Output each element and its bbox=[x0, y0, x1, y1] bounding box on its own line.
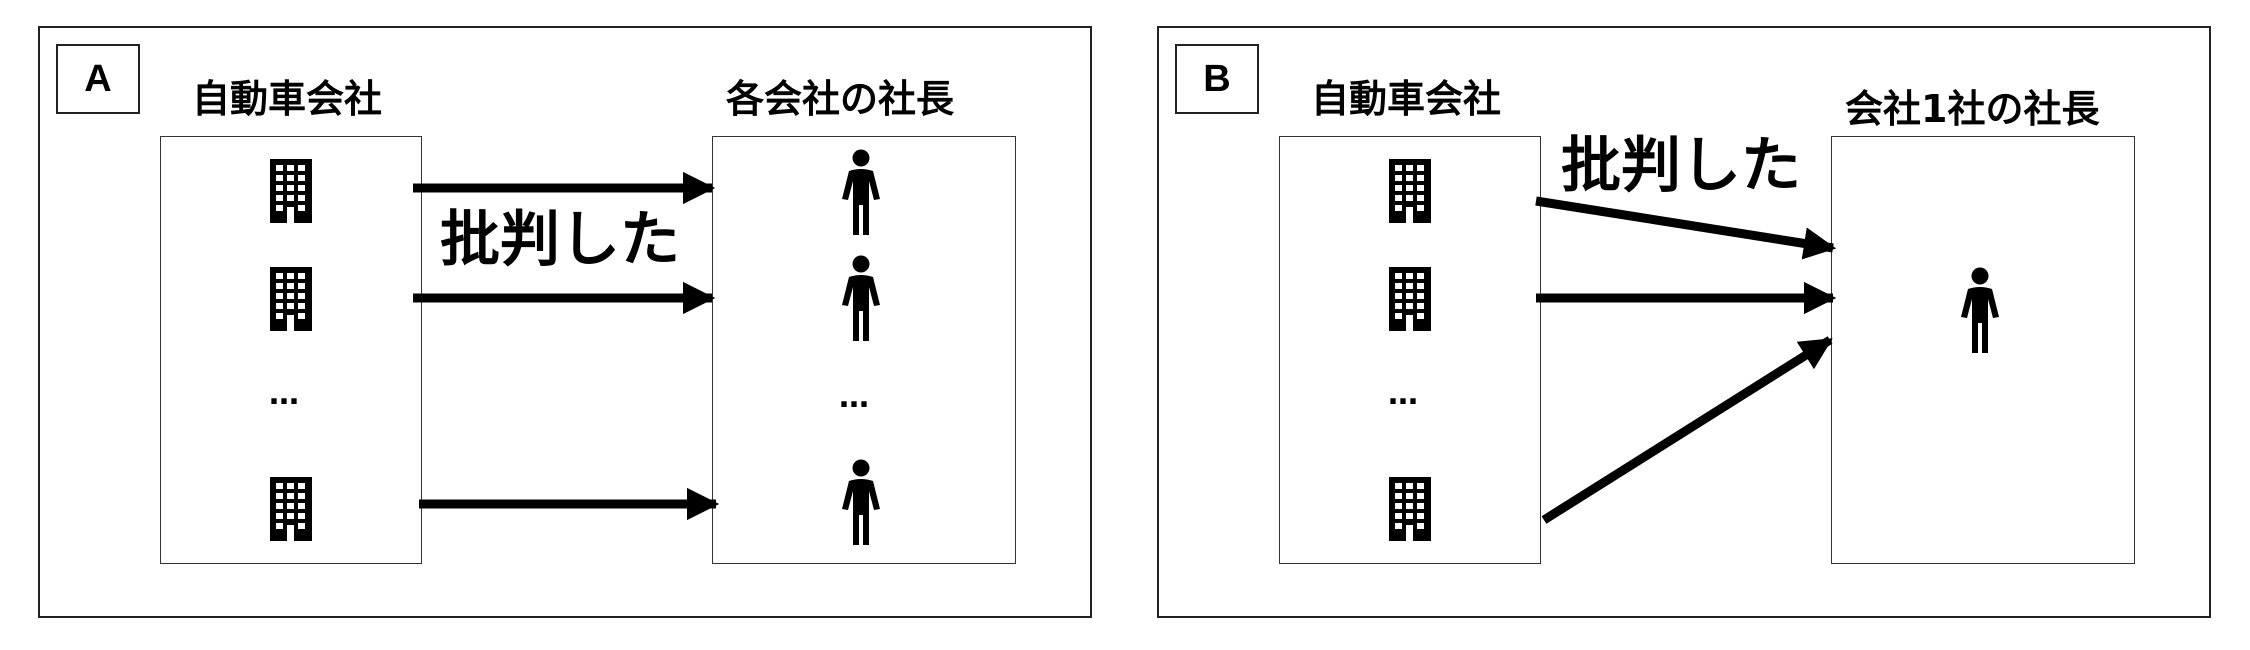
building-icon bbox=[1389, 477, 1431, 543]
panel-b-tag: B bbox=[1175, 44, 1259, 114]
presidents-ellipsis: … bbox=[839, 380, 870, 415]
building-icon bbox=[270, 477, 312, 543]
panel-a-presidents-heading: 各会社の社長 bbox=[726, 77, 955, 121]
building-icon bbox=[1389, 159, 1431, 225]
panel-a-tag: A bbox=[56, 44, 140, 114]
panel-a: A 自動車会社 各会社の社長 … … 批判した bbox=[38, 26, 1092, 618]
companies-ellipsis: … bbox=[269, 377, 300, 412]
building-icon bbox=[270, 267, 312, 333]
person-icon bbox=[840, 459, 882, 547]
panel-b-companies-heading: 自動車会社 bbox=[1311, 77, 1502, 121]
panel-b: B 自動車会社 会社1社の社長 … 批判した bbox=[1157, 26, 2211, 618]
building-icon bbox=[270, 159, 312, 225]
panel-a-companies-box: … bbox=[160, 136, 422, 564]
panel-a-presidents-box: … bbox=[712, 136, 1016, 564]
panel-a-companies-heading: 自動車会社 bbox=[192, 77, 383, 121]
person-icon bbox=[840, 149, 882, 237]
person-icon bbox=[840, 255, 882, 343]
person-icon bbox=[1959, 267, 2001, 355]
companies-ellipsis: … bbox=[1388, 377, 1419, 412]
panel-b-companies-box: … bbox=[1279, 136, 1541, 564]
panel-b-verb-label: 批判した bbox=[1561, 131, 1801, 201]
panel-b-president-heading: 会社1社の社長 bbox=[1845, 87, 2100, 131]
building-icon bbox=[1389, 267, 1431, 333]
panel-b-president-box bbox=[1831, 136, 2135, 564]
panel-a-verb-label: 批判した bbox=[440, 205, 680, 275]
